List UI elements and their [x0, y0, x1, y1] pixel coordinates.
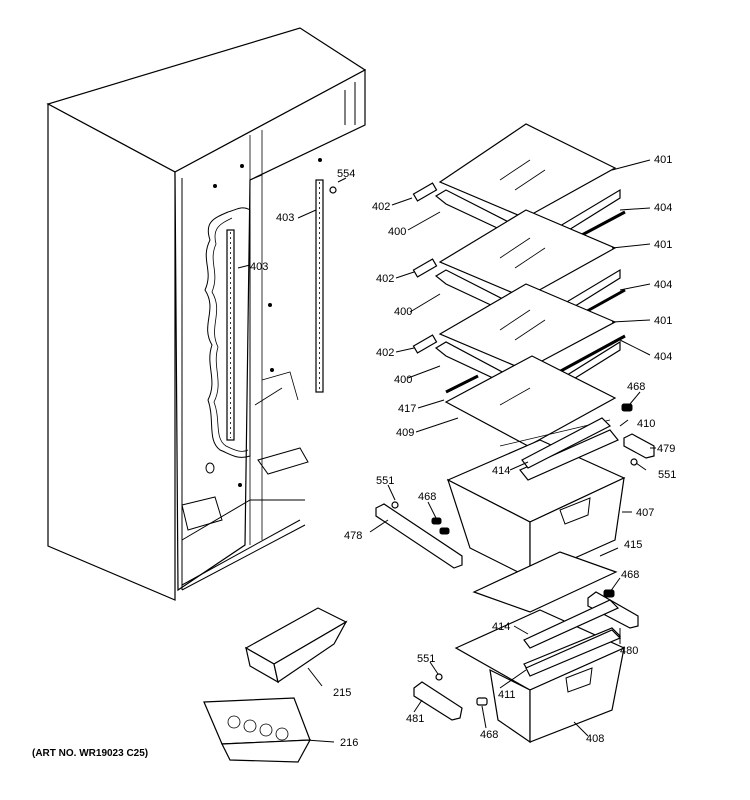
callout-410: 410 [637, 418, 655, 430]
shelf-rail-right [315, 179, 324, 393]
callout-478: 478 [344, 530, 362, 542]
callout-407: 407 [636, 507, 654, 519]
callout-554: 554 [337, 168, 355, 180]
leader-lines [237, 159, 656, 743]
callout-402: 402 [376, 347, 394, 359]
callout-401: 401 [654, 154, 672, 166]
callout-400: 400 [388, 226, 406, 238]
callout-468: 468 [480, 729, 498, 741]
door-bin-216 [203, 697, 312, 763]
crisper-cover-glass [444, 355, 617, 447]
clip-parts [431, 403, 633, 706]
callout-labels: 401 402 400 404 401 402 400 404 401 402 … [250, 154, 676, 749]
callout-409: 409 [396, 427, 414, 439]
callout-402: 402 [372, 201, 390, 213]
callout-468: 468 [418, 491, 436, 503]
callout-417: 417 [398, 403, 416, 415]
callout-215: 215 [333, 687, 351, 699]
crisper-cover-lower [472, 551, 618, 613]
shelf-rail-left [226, 229, 235, 441]
callout-551: 551 [417, 653, 435, 665]
callout-216: 216 [340, 737, 358, 749]
screw-parts [391, 458, 638, 681]
callout-468: 468 [627, 381, 645, 393]
callout-404: 404 [654, 202, 672, 214]
callout-400: 400 [394, 374, 412, 386]
callout-403: 403 [276, 212, 294, 224]
callout-404: 404 [654, 351, 672, 363]
slide-rail-481 [413, 681, 463, 721]
callout-480: 480 [620, 645, 638, 657]
callout-400: 400 [394, 306, 412, 318]
callout-401: 401 [654, 239, 672, 251]
callout-551: 551 [376, 475, 394, 487]
callout-414: 414 [492, 465, 510, 477]
callout-415: 415 [624, 539, 642, 551]
callout-404: 404 [654, 279, 672, 291]
callout-403: 403 [250, 261, 268, 273]
refrigerator-cabinet [46, 27, 367, 601]
callout-479: 479 [657, 443, 675, 455]
callout-401: 401 [654, 315, 672, 327]
crisper-drawer-upper [446, 419, 626, 579]
art-number-caption: (ART NO. WR19023 C25) [32, 748, 148, 759]
slide-rail-479 [623, 433, 655, 459]
callout-402: 402 [376, 273, 394, 285]
door-bin-215 [244, 607, 348, 684]
crisper-drawer-lower [454, 609, 626, 744]
drawer-support-parts [521, 417, 622, 677]
callout-411: 411 [498, 689, 516, 701]
screw-554 [329, 186, 337, 194]
slide-rail-478 [375, 503, 463, 569]
callout-468: 468 [621, 569, 639, 581]
callout-551: 551 [658, 469, 676, 481]
callout-481: 481 [406, 713, 424, 725]
callout-414: 414 [492, 621, 510, 633]
callout-408: 408 [586, 733, 604, 745]
